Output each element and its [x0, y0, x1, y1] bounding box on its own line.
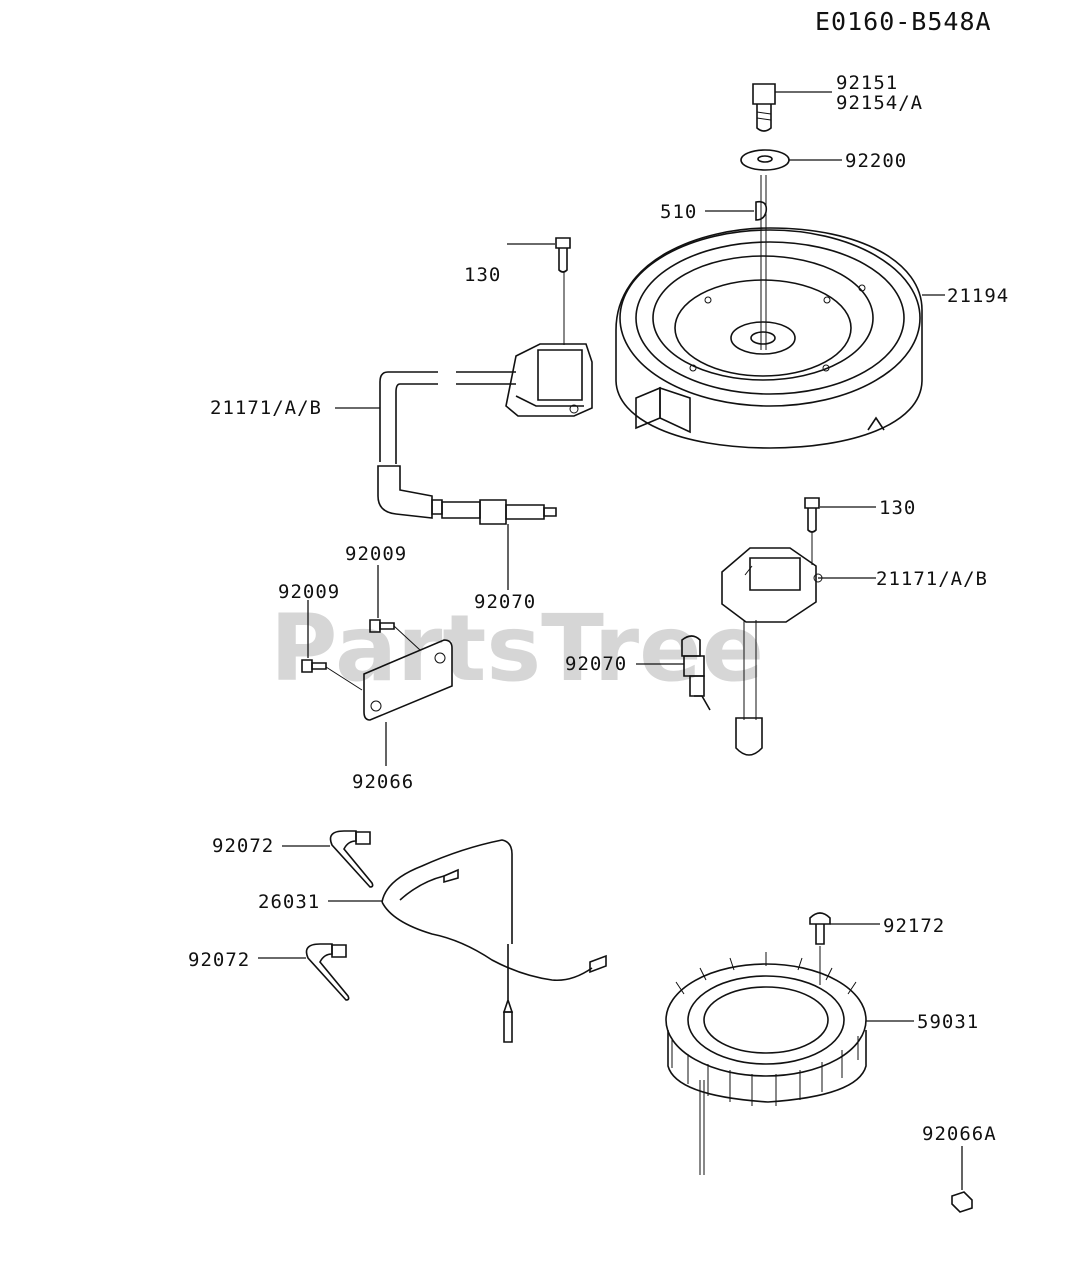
label-92200: 92200 [845, 150, 907, 172]
wire-clamp-top [329, 830, 374, 888]
plate-screw-left [301, 659, 327, 673]
stator [665, 952, 867, 1175]
label-130-upper: 130 [464, 264, 501, 286]
label-92066: 92066 [352, 771, 414, 793]
label-92009-left: 92009 [278, 581, 340, 603]
ignition-coil-upper [379, 343, 593, 464]
label-92070-upper: 92070 [474, 591, 536, 613]
label-92072-bottom: 92072 [188, 949, 250, 971]
label-92070-lower: 92070 [565, 653, 627, 675]
flywheel [615, 227, 923, 449]
plate-screw-top [369, 619, 395, 633]
wiring-harness [381, 839, 607, 1043]
wire-clamp-bottom [305, 943, 350, 1001]
label-21171-upper: 21171/A/B [210, 397, 322, 419]
flywheel-washer [740, 149, 790, 171]
hv-lead-lower [735, 620, 763, 756]
label-26031: 26031 [258, 891, 320, 913]
label-21171-lower: 21171/A/B [876, 568, 988, 590]
label-92066a: 92066A [922, 1123, 997, 1145]
label-92151: 92151 [836, 72, 898, 94]
coil-screw-upper [555, 237, 571, 273]
spark-plug-cap-upper [377, 465, 443, 519]
label-92009-top: 92009 [345, 543, 407, 565]
label-59031: 59031 [917, 1011, 979, 1033]
nut [951, 1191, 973, 1213]
label-510: 510 [660, 201, 697, 223]
spark-plug-upper [441, 499, 557, 525]
plate [363, 639, 453, 721]
label-130-lower: 130 [879, 497, 916, 519]
flywheel-bolt [752, 83, 776, 132]
label-92172: 92172 [883, 915, 945, 937]
diagram-code: E0160-B548A [815, 7, 992, 36]
coil-screw-lower [804, 497, 820, 533]
label-21194: 21194 [947, 285, 1009, 307]
label-92154a: 92154/A [836, 92, 923, 114]
stator-screw [809, 912, 831, 945]
label-92072-top: 92072 [212, 835, 274, 857]
spark-plug-lower [681, 635, 711, 711]
